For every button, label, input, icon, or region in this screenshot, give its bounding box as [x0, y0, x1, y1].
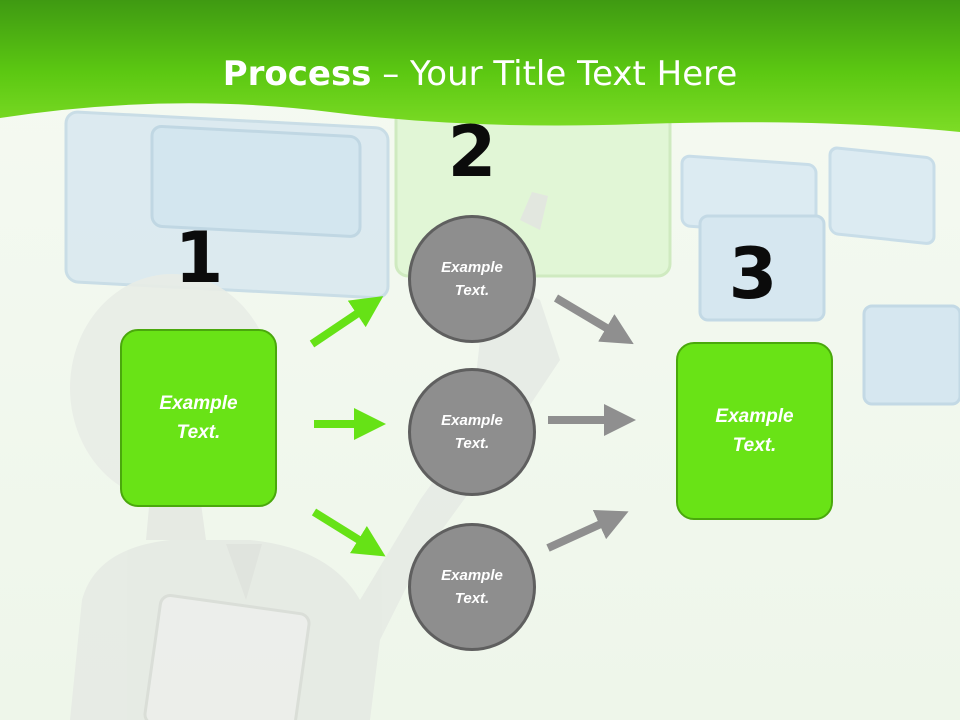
title-rest: – Your Title Text Here — [371, 54, 738, 94]
circle-top: Example Text. — [408, 215, 536, 343]
step-1-number: 1 — [174, 217, 224, 299]
arrow-icon — [311, 508, 386, 557]
circle-bottom-text: Example Text. — [441, 567, 503, 607]
slide-title: Process – Your Title Text Here — [0, 52, 960, 96]
circle-middle-text: Example Text. — [441, 412, 503, 452]
header-band — [0, 0, 960, 132]
arrow-icon — [309, 296, 384, 348]
circle-bottom: Example Text. — [408, 523, 536, 651]
step-3-box: Example Text. — [676, 342, 833, 520]
title-bold: Process — [222, 54, 372, 94]
step-3-text: Example Text. — [715, 406, 794, 456]
step-1-text: Example Text. — [159, 393, 238, 443]
step-3-number: 3 — [728, 233, 778, 315]
circle-middle: Example Text. — [408, 368, 536, 496]
arrow-icon — [546, 510, 629, 552]
circle-top-text: Example Text. — [441, 259, 503, 299]
step-1-box: Example Text. — [120, 329, 277, 507]
arrow-icon — [553, 294, 634, 345]
step-2-number: 2 — [447, 111, 497, 193]
